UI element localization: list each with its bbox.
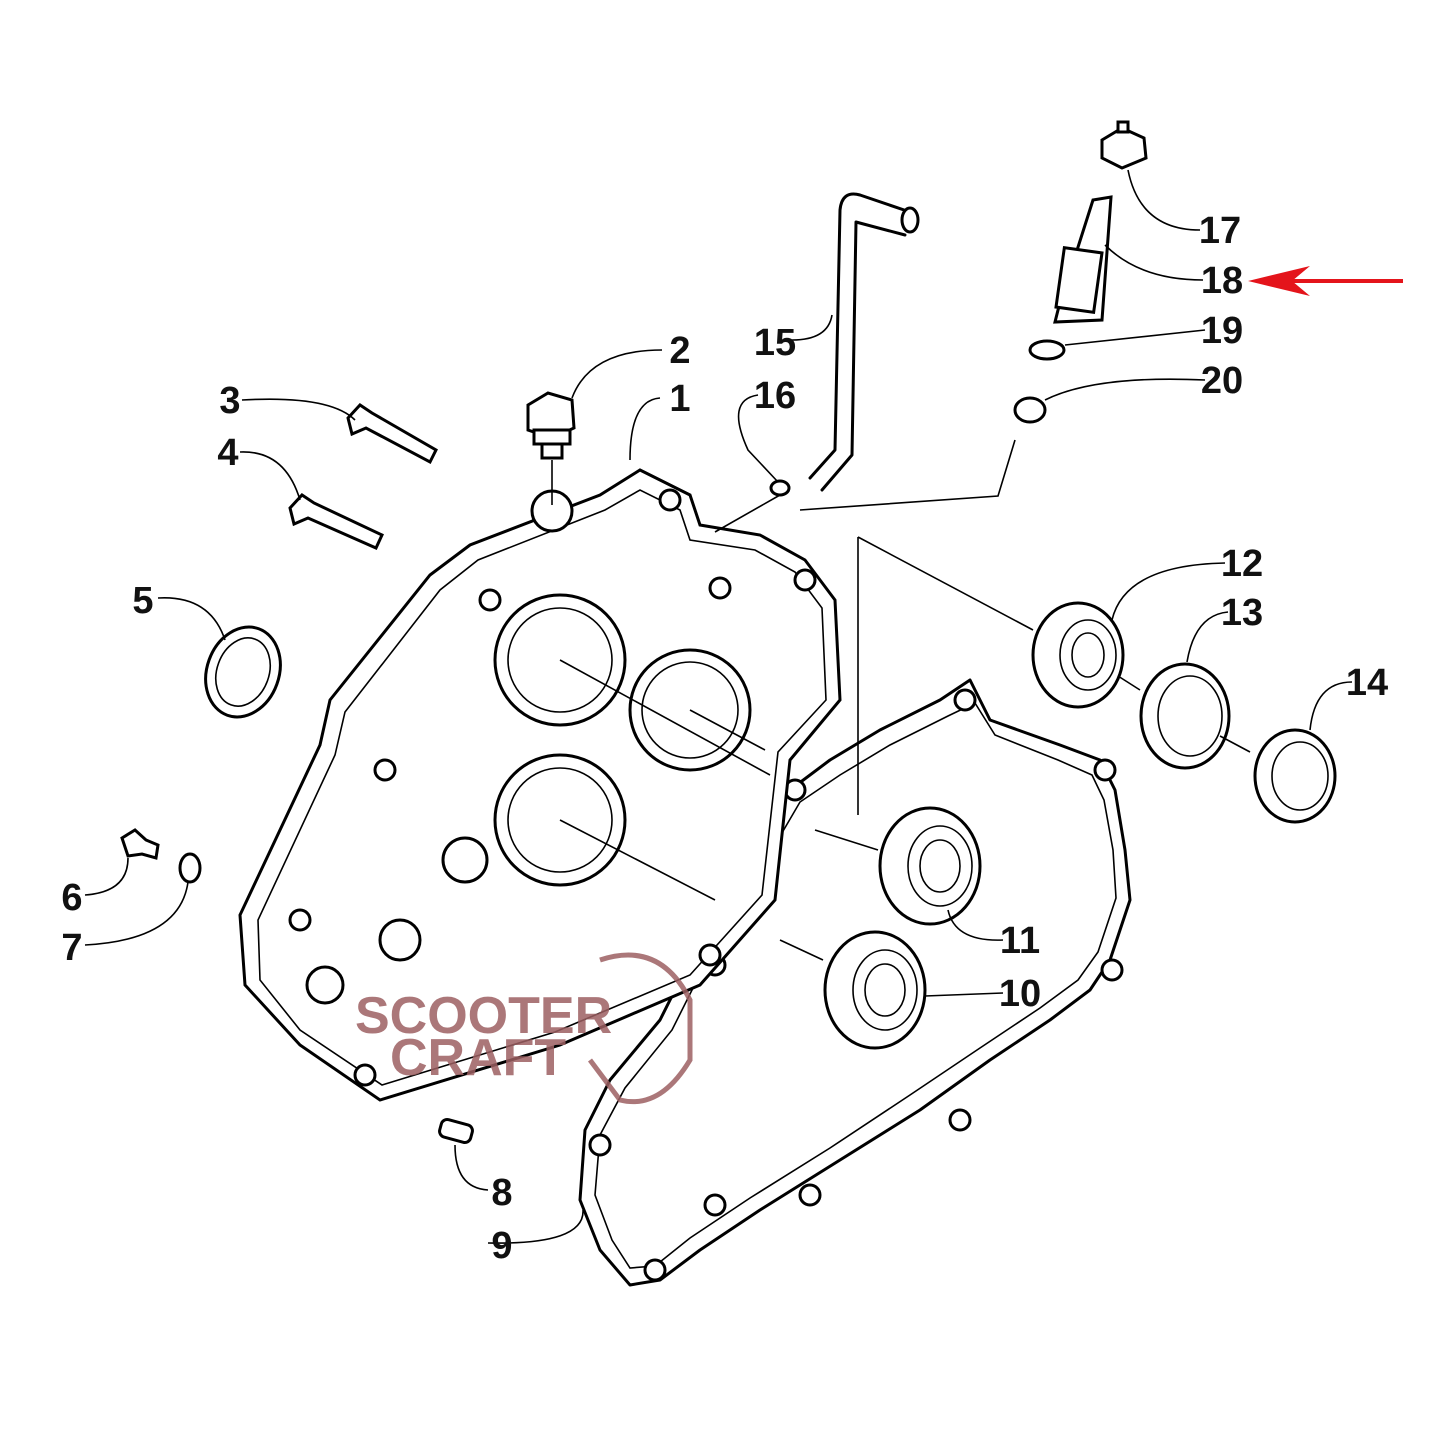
- washer-part-19[interactable]: [1028, 339, 1066, 361]
- label-4: 4: [217, 432, 238, 474]
- highlight-arrow: [1248, 266, 1403, 296]
- part-labels: 1 2 3 4 5 6 7 8 9 10 11 12 13 14 15 16 1…: [61, 210, 1388, 1267]
- needle-bearing-part-14[interactable]: [1253, 728, 1337, 824]
- label-11: 11: [1000, 920, 1040, 962]
- washer-part-7[interactable]: [178, 852, 202, 884]
- hose-part-15[interactable]: [808, 192, 920, 492]
- label-1: 1: [669, 378, 690, 420]
- label-18: 18: [1201, 260, 1243, 302]
- seal-part-13[interactable]: [1139, 662, 1231, 770]
- label-12: 12: [1221, 543, 1263, 585]
- label-2: 2: [669, 330, 690, 372]
- label-13: 13: [1221, 592, 1263, 634]
- label-9: 9: [491, 1225, 512, 1267]
- seal-part-5[interactable]: [193, 616, 292, 727]
- watermark-line1: SCOOTER: [355, 987, 612, 1045]
- bearing-part-10[interactable]: [823, 930, 927, 1050]
- label-7: 7: [61, 927, 82, 969]
- label-17: 17: [1199, 210, 1241, 252]
- label-10: 10: [999, 973, 1041, 1015]
- bearing-part-11[interactable]: [878, 806, 982, 926]
- bolt-part-3[interactable]: [346, 403, 438, 465]
- label-20: 20: [1201, 360, 1243, 402]
- label-8: 8: [491, 1172, 512, 1214]
- dowel-part-8[interactable]: [438, 1118, 474, 1144]
- watermark-logo: SCOOTER CRAFT: [355, 952, 693, 1105]
- cap-part-17[interactable]: [1100, 120, 1148, 170]
- label-3: 3: [219, 380, 240, 422]
- clip-part-16[interactable]: [769, 479, 791, 497]
- drain-plug-part-2[interactable]: [526, 391, 576, 460]
- bolt-part-4[interactable]: [288, 493, 384, 550]
- leader-lines: [84, 169, 1353, 1244]
- seal-part-20[interactable]: [1013, 396, 1047, 424]
- screw-part-6[interactable]: [120, 828, 160, 860]
- watermark-line2: CRAFT: [390, 1029, 566, 1087]
- label-14: 14: [1346, 662, 1388, 704]
- label-15: 15: [754, 322, 796, 364]
- label-19: 19: [1201, 310, 1243, 352]
- bearing-part-12[interactable]: [1031, 601, 1125, 709]
- label-5: 5: [132, 580, 153, 622]
- label-16: 16: [754, 375, 796, 417]
- shaft-part-18[interactable]: [1053, 195, 1113, 324]
- label-6: 6: [61, 877, 82, 919]
